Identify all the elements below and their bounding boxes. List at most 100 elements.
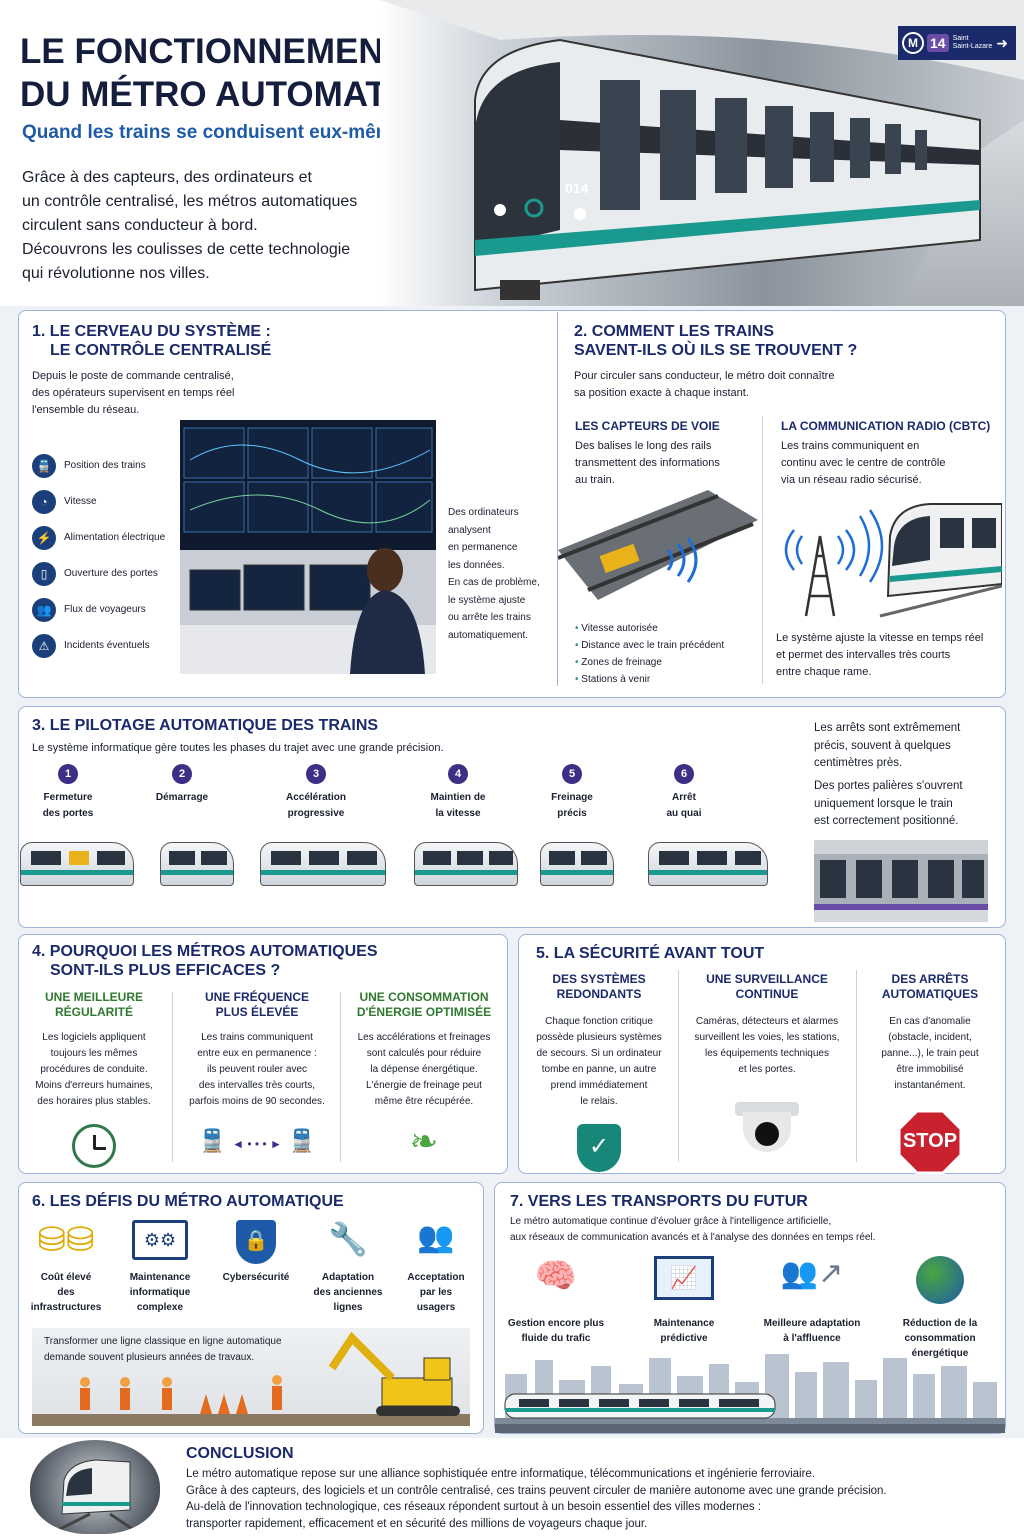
conclusion-text: Le métro automatique repose sur une alli… xyxy=(186,1468,887,1530)
radio-train-illustration xyxy=(784,503,1003,618)
stop-octagon xyxy=(897,1109,963,1175)
track-balise-image xyxy=(557,490,758,610)
camera-icon xyxy=(735,1102,799,1154)
arrow-right-icon: ➜ xyxy=(996,34,1009,51)
list-item: ⚠Incidents éventuels xyxy=(32,628,182,664)
wrench-icon: 🔧 xyxy=(328,1221,368,1257)
section-5-title: 5. LA SÉCURITÉ AVANT TOUT xyxy=(536,945,765,962)
laptop-gears-icon: ⚙⚙ xyxy=(132,1220,188,1260)
door-icon: ▯ xyxy=(32,562,56,586)
track-balise-illustration xyxy=(557,490,758,600)
train-image xyxy=(20,842,134,886)
metro-m-badge: M xyxy=(902,32,924,54)
list-item: ◔Vitesse xyxy=(32,484,182,520)
platform-doors-illustration xyxy=(814,840,988,922)
chart-monitor-icon: 📈 xyxy=(654,1256,714,1300)
header: LE FONCTIONNEMENT DU MÉTRO AUTOMATIQUE Q… xyxy=(0,0,1024,306)
people-growth-icon: 👥↗ xyxy=(780,1257,844,1290)
platform-doors-image xyxy=(814,840,988,922)
column-divider xyxy=(172,992,173,1162)
people-icon: 👥 xyxy=(32,598,56,622)
column-divider xyxy=(678,970,679,1162)
construction-illustration xyxy=(32,1331,470,1426)
line-number-badge: 14 xyxy=(927,34,949,52)
stop-sign-icon: STOP xyxy=(897,1109,963,1175)
column-divider xyxy=(340,992,341,1162)
people-group-icon: 👥 xyxy=(417,1221,455,1254)
monitored-list: 🚆Position des trains ◔Vitesse ⚡Alimentat… xyxy=(32,448,182,664)
list-item: ▯Ouverture des portes xyxy=(32,556,182,592)
warning-icon: ⚠ xyxy=(32,634,56,658)
list-item: 🚆Position des trains xyxy=(32,448,182,484)
track-sensors-title: LES CAPTEURS DE VOIE xyxy=(575,419,720,433)
inner-divider xyxy=(762,416,763,684)
section-1-text: Depuis le poste de commande centralisé,d… xyxy=(32,370,235,416)
brain-circuit-icon: 🧠 xyxy=(534,1257,578,1295)
page-subtitle: Quand les trains se conduisent eux-mêmes xyxy=(22,122,414,143)
city-skyline-illustration xyxy=(495,1354,1005,1433)
section-1-title: 1. LE CERVEAU DU SYSTÈME : LE CONTRÔLE C… xyxy=(32,323,272,359)
train-image xyxy=(540,842,614,886)
control-room-illustration xyxy=(180,420,436,674)
section-7-title: 7. VERS LES TRANSPORTS DU FUTUR xyxy=(510,1193,808,1210)
clock-icon xyxy=(72,1124,116,1168)
construction-note: Transformer une ligne classique en ligne… xyxy=(44,1336,282,1363)
speedometer-icon: ◔ xyxy=(32,490,56,514)
shield-lock-icon: 🔒 xyxy=(236,1220,276,1264)
train-image xyxy=(414,842,518,886)
construction-image: Transformer une ligne classique en ligne… xyxy=(32,1328,470,1426)
section-2-text: Pour circuler sans conducteur, le métro … xyxy=(574,370,835,399)
train-image xyxy=(160,842,234,886)
train-image xyxy=(648,842,768,886)
tunnel-train-illustration xyxy=(49,1459,141,1534)
section-2-title: 2. COMMENT LES TRAINS SAVENT-ILS OÙ ILS … xyxy=(574,323,858,359)
challenge-cybersecurity: 🔒 Cybersécurité xyxy=(214,1220,298,1285)
leaf-icon: ❧ xyxy=(409,1123,439,1161)
conclusion-title: CONCLUSION xyxy=(186,1445,294,1462)
cbtc-title: LA COMMUNICATION RADIO (CBTC) xyxy=(781,419,991,433)
shield-check-icon: ✓ xyxy=(577,1124,621,1172)
lightning-icon: ⚡ xyxy=(32,526,56,550)
section-divider xyxy=(557,312,558,686)
train-icon: 🚆 xyxy=(32,454,56,478)
section-7-text: Le métro automatique continue d'évoluer … xyxy=(510,1216,876,1243)
station-illustration xyxy=(380,0,1024,306)
sensor-info-list: Vitesse autoriséeDistance avec le train … xyxy=(575,620,724,688)
list-item: 👥Flux de voyageurs xyxy=(32,592,182,628)
train-image xyxy=(260,842,386,886)
section-4-title: 4. POURQUOI LES MÉTROS AUTOMATIQUES SONT… xyxy=(32,943,378,979)
earth-leaf-icon xyxy=(916,1256,964,1304)
column-divider xyxy=(856,970,857,1162)
radio-train-image xyxy=(780,496,1003,620)
train-number: 014 xyxy=(565,180,589,196)
city-skyline-image xyxy=(495,1354,1005,1433)
conclusion-section xyxy=(0,1438,1024,1536)
control-room-image xyxy=(180,420,436,674)
